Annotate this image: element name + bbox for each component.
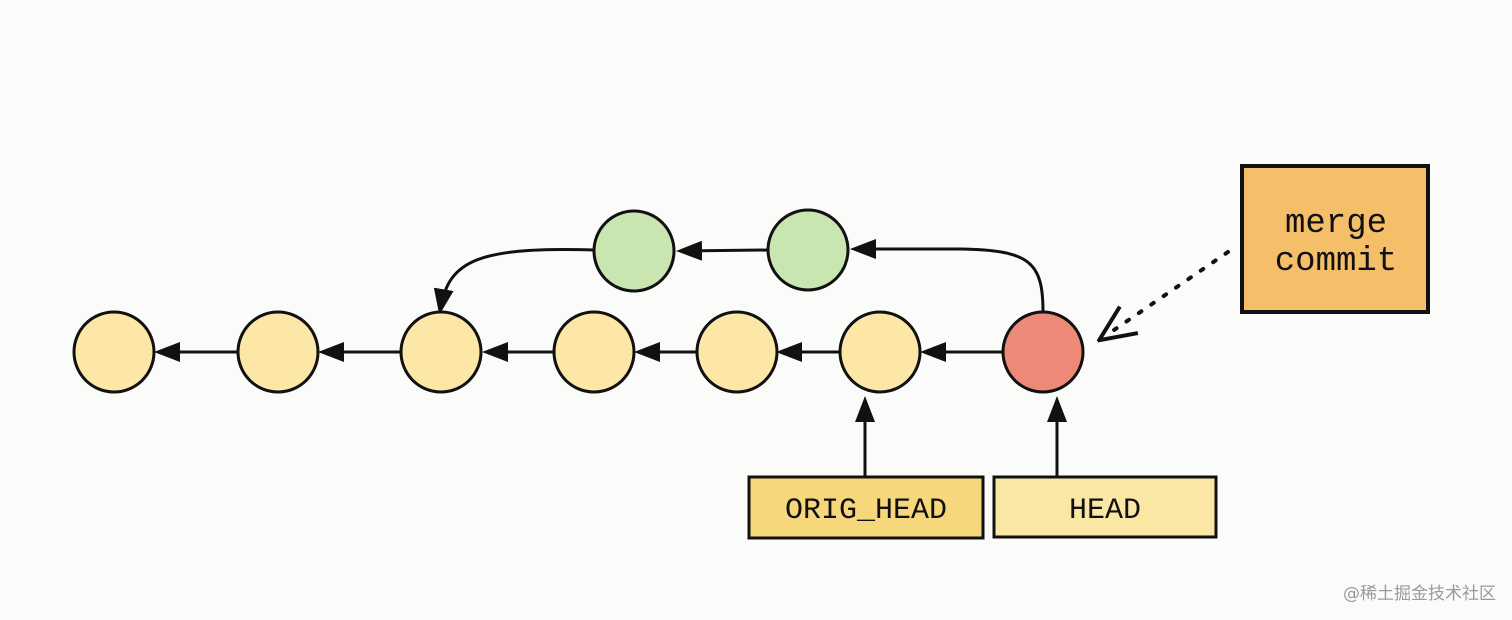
- commit-node: [695, 310, 779, 394]
- commit-node: [552, 310, 636, 394]
- commit-nodes: [72, 208, 1085, 394]
- merge-commit-annotation: merge commit: [1240, 164, 1430, 314]
- edge-branch-1-to-fork: [433, 247, 595, 315]
- head-box: [992, 475, 1218, 539]
- branch-commit-node: [766, 208, 850, 292]
- branch-commit-node: [592, 209, 676, 293]
- head-label: HEAD: [1069, 494, 1141, 528]
- commit-node: [236, 310, 320, 394]
- commit-node: [399, 310, 483, 394]
- commit-node: [838, 310, 922, 394]
- merge-label-line1: merge: [1285, 205, 1387, 243]
- edges: [154, 239, 1230, 476]
- orig-head-ref: ORIG_HEAD: [747, 475, 985, 540]
- merge-indicator-arrow: [1114, 250, 1230, 330]
- orig-head-box: [747, 475, 985, 540]
- commit-node: [72, 310, 156, 394]
- watermark: @稀土掘金技术社区: [1343, 584, 1496, 604]
- edge-branch-2-to-branch-1: [676, 240, 769, 261]
- merge-commit-node: [1001, 310, 1085, 394]
- edge-merge-to-branch-2: [850, 239, 1045, 313]
- head-ref: HEAD: [992, 475, 1218, 539]
- orig-head-label: ORIG_HEAD: [785, 494, 947, 528]
- merge-commit-box: [1240, 164, 1430, 314]
- merge-label-line2: commit: [1275, 243, 1397, 281]
